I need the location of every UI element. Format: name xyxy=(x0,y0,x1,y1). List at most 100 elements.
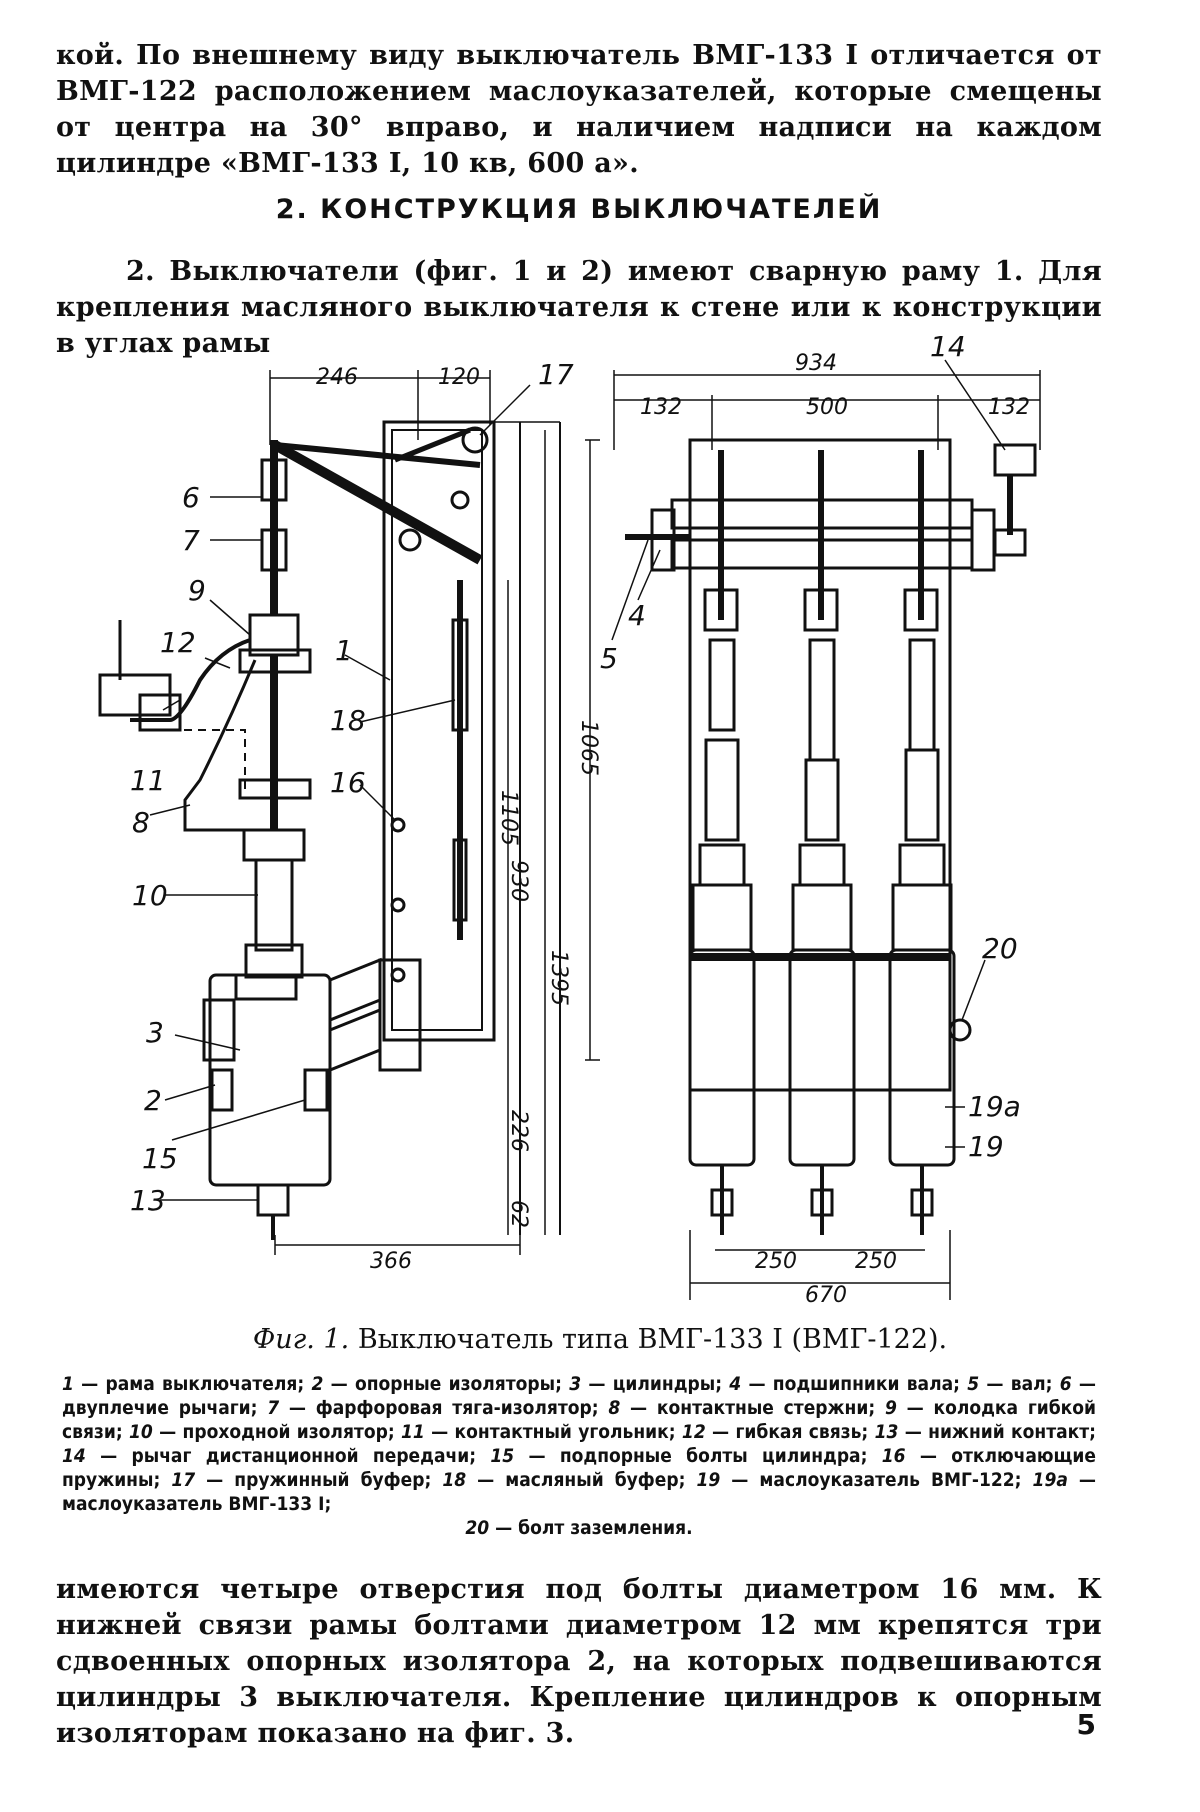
callout-19: 19 xyxy=(968,1130,1004,1163)
legend-item-text: — рама выключателя; xyxy=(73,1373,312,1395)
dim-1105: 1105 xyxy=(496,790,521,846)
legend-item: 3 — цилиндры; xyxy=(569,1373,729,1395)
dim-1065: 1065 xyxy=(576,720,601,776)
right-front-view xyxy=(585,370,1041,1300)
dim-934: 934 xyxy=(795,351,837,376)
paragraph-top: кой. По внешнему виду выключатель ВМГ-13… xyxy=(56,40,1102,179)
legend-item-text: — нижний контакт; xyxy=(898,1421,1096,1443)
legend-item: 7 — фарфоровая тяга-изолятор; xyxy=(267,1397,608,1419)
legend-item-text: — опорные изоляторы; xyxy=(323,1373,570,1395)
section-title: 2. КОНСТРУКЦИЯ ВЫКЛЮЧАТЕЛЕЙ xyxy=(275,194,883,225)
legend-item-text: — маслоуказатель ВМГ-122; xyxy=(720,1469,1033,1491)
legend-item: 9 — колодка гибкой связи; xyxy=(62,1397,1096,1443)
callout-8: 8 xyxy=(132,806,150,839)
legend-item-text: — цилиндры; xyxy=(581,1373,730,1395)
figure-1-drawing: 246 120 1105 930 1395 226 62 366 934 132… xyxy=(98,330,1041,1308)
legend-item-number: 9 xyxy=(884,1397,897,1419)
callout-1: 1 xyxy=(335,634,353,667)
callout-6: 6 xyxy=(182,481,200,514)
legend-item-number: 6 xyxy=(1059,1373,1072,1395)
legend-item-number: 17 xyxy=(171,1469,196,1491)
figure-caption: Фиг. 1. Выключатель типа ВМГ-133 I (ВМГ-… xyxy=(0,1324,1200,1355)
legend-item-text: — подшипники вала; xyxy=(741,1373,968,1395)
dim-132-right: 132 xyxy=(988,395,1030,420)
legend-item: 15 — подпорные болты цилиндра; xyxy=(490,1445,881,1467)
legend-item: 1 — рама выключателя; xyxy=(62,1373,311,1395)
legend-item-number: 7 xyxy=(267,1397,280,1419)
callout-2: 2 xyxy=(144,1084,162,1117)
legend-item: 11 — контактный угольник; xyxy=(401,1421,682,1443)
legend-item-number: 11 xyxy=(400,1421,425,1443)
legend-item-text: — подпорные болты цилиндра; xyxy=(514,1445,882,1467)
legend-item: 18 — масляный буфер; xyxy=(442,1469,696,1491)
legend-item-number: 12 xyxy=(681,1421,706,1443)
legend-item: 14 — рычаг дистанционной передачи; xyxy=(62,1445,490,1467)
legend-item-number: 13 xyxy=(874,1421,899,1443)
legend-item-text: — маслоуказатель ВМГ-133 I; xyxy=(62,1469,1097,1515)
legend-item-text: — фарфоровая тяга-изолятор; xyxy=(279,1397,609,1419)
legend-item: 13 — нижний контакт; xyxy=(875,1421,1096,1443)
callout-4: 4 xyxy=(628,599,646,632)
legend-item-text: — контактный угольник; xyxy=(424,1421,682,1443)
legend-item-text: — болт заземления. xyxy=(489,1517,693,1539)
legend-item-text: — отключающие пружины; xyxy=(62,1445,1096,1491)
legend-item-number: 16 xyxy=(881,1445,906,1467)
legend-item: 2 — опорные изоляторы; xyxy=(311,1373,569,1395)
callout-20: 20 xyxy=(982,932,1018,965)
dim-62: 62 xyxy=(506,1200,531,1228)
dim-930: 930 xyxy=(506,860,531,902)
callout-16: 16 xyxy=(330,766,366,799)
callout-12: 12 xyxy=(160,626,196,659)
dim-250-right: 250 xyxy=(855,1249,897,1274)
legend-item-text: — масляный буфер; xyxy=(466,1469,697,1491)
dim-132-left: 132 xyxy=(640,395,682,420)
callout-10: 10 xyxy=(132,879,168,912)
callout-14: 14 xyxy=(930,330,966,363)
legend-item-text: — двуплечие рычаги; xyxy=(62,1373,1096,1419)
legend-item-number: 18 xyxy=(442,1469,467,1491)
legend-item-number: 15 xyxy=(490,1445,515,1467)
dim-670: 670 xyxy=(805,1283,847,1308)
legend-item-number: 19 xyxy=(696,1469,721,1491)
legend-item-number: 8 xyxy=(608,1397,621,1419)
callout-18: 18 xyxy=(330,704,366,737)
callout-11: 11 xyxy=(130,764,166,797)
legend-item: 5 — вал; xyxy=(967,1373,1059,1395)
paragraph-intro: 2. Выключатели (фиг. 1 и 2) имеют сварну… xyxy=(56,256,1102,359)
dim-246: 246 xyxy=(316,365,358,390)
dim-226: 226 xyxy=(506,1110,531,1152)
legend-item-text: — проходной изолятор; xyxy=(152,1421,401,1443)
legend-item-text: — рычаг дистанционной передачи; xyxy=(85,1445,491,1467)
legend-item-text: — пружинный буфер; xyxy=(195,1469,443,1491)
legend-item-text: — гибкая связь; xyxy=(705,1421,875,1443)
callout-9: 9 xyxy=(188,574,206,607)
legend-item-number: 20 xyxy=(465,1517,490,1539)
legend-item-text: — вал; xyxy=(979,1373,1060,1395)
dim-120: 120 xyxy=(438,365,480,390)
legend-item-number: 14 xyxy=(62,1445,86,1467)
legend-item: 6 — двуплечие рычаги; xyxy=(62,1373,1096,1419)
legend-item-number: 3 xyxy=(569,1373,582,1395)
callout-13: 13 xyxy=(130,1184,166,1217)
callout-3: 3 xyxy=(146,1016,164,1049)
legend-item: 19а — маслоуказатель ВМГ-133 I; xyxy=(62,1469,1096,1515)
legend-item: 8 — контактные стержни; xyxy=(608,1397,885,1419)
left-side-view xyxy=(98,370,561,1255)
legend-item-number: 10 xyxy=(129,1421,153,1443)
legend-item: 20 — болт заземления. xyxy=(62,1516,1096,1540)
legend-item: 4 — подшипники вала; xyxy=(729,1373,967,1395)
figure-legend: 1 — рама выключателя; 2 — опорные изолят… xyxy=(62,1372,1096,1540)
legend-item: 19 — маслоуказатель ВМГ-122; xyxy=(696,1469,1032,1491)
figure-caption-prefix: Фиг. 1. xyxy=(252,1324,350,1355)
legend-item: 10 — проходной изолятор; xyxy=(129,1421,401,1443)
callout-19a: 19а xyxy=(968,1090,1021,1123)
figure-caption-text: Выключатель типа ВМГ-133 I (ВМГ-122). xyxy=(357,1324,948,1355)
legend-item-number: 19а xyxy=(1032,1469,1068,1491)
callout-7: 7 xyxy=(182,524,200,557)
legend-item-number: 2 xyxy=(311,1373,324,1395)
callout-5: 5 xyxy=(600,642,618,675)
dim-366: 366 xyxy=(370,1249,412,1274)
legend-item: 17 — пружинный буфер; xyxy=(171,1469,442,1491)
legend-item-number: 1 xyxy=(62,1373,74,1395)
